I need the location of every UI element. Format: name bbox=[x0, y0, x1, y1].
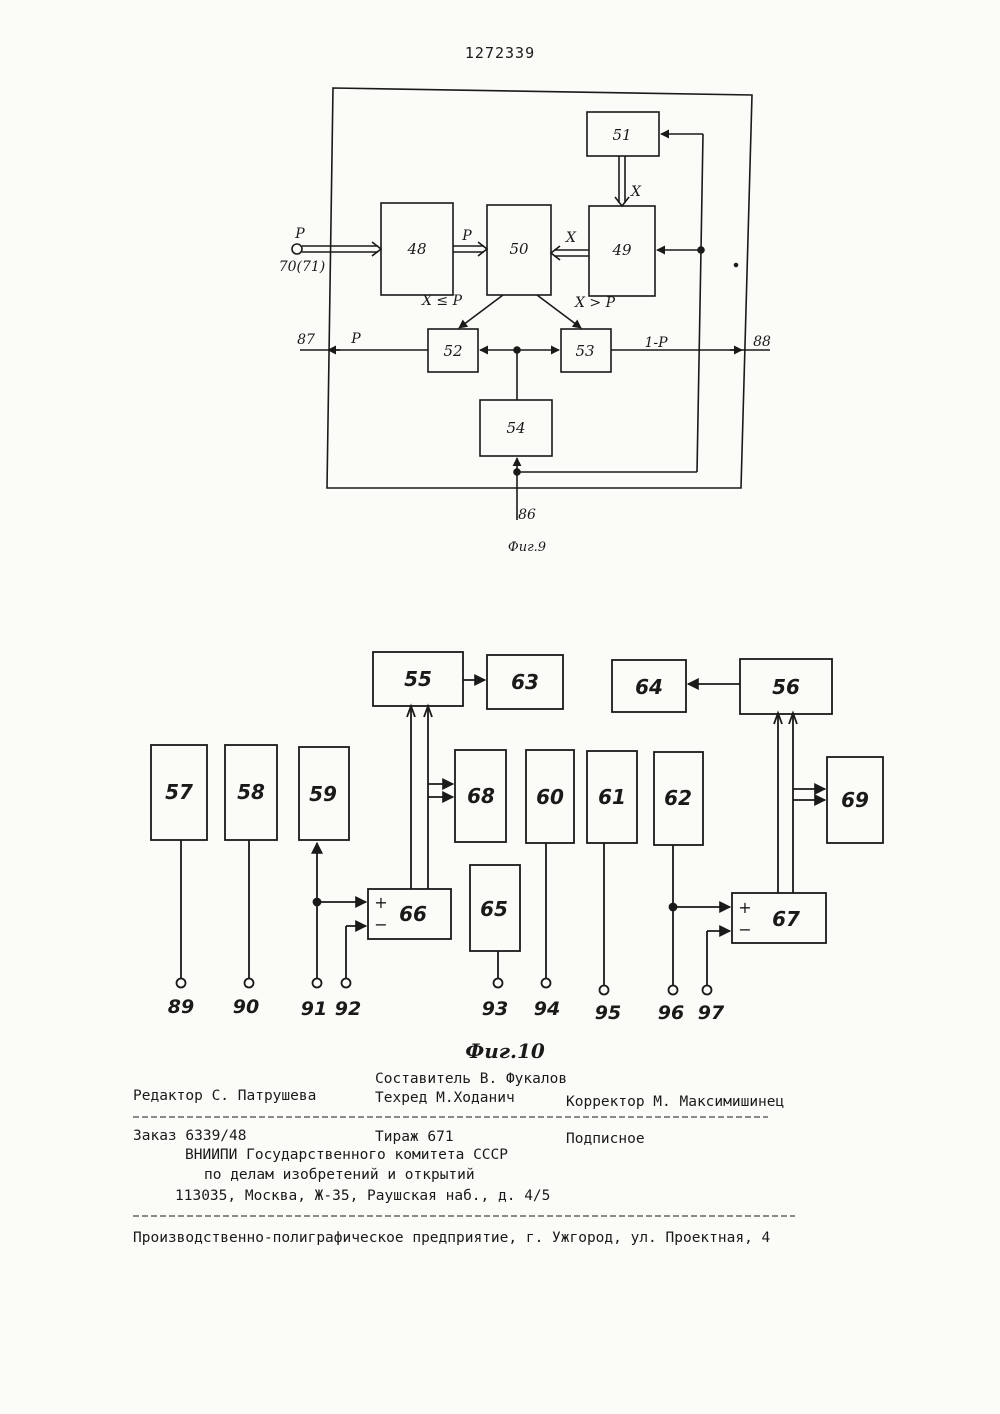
fig9-caption: Фиг.9 bbox=[508, 540, 546, 555]
fig9-junction bbox=[698, 247, 704, 253]
fig9-junction bbox=[514, 347, 520, 353]
colophon-editor: Редактор С. Патрушева bbox=[133, 1088, 316, 1104]
fig10-junction bbox=[670, 904, 677, 911]
fig10-terminal-93 bbox=[494, 979, 503, 988]
fig10-block-66-label: 66 bbox=[399, 902, 427, 926]
fig9-speck bbox=[735, 264, 738, 267]
fig9-block-50-label: 50 bbox=[509, 240, 529, 258]
colophon-techred: Техред М.Ходанич bbox=[375, 1090, 515, 1106]
fig10-block-59-label: 59 bbox=[309, 782, 337, 806]
fig9-input-terminal bbox=[292, 244, 302, 254]
fig9-terminal-86-label: 86 bbox=[518, 507, 536, 523]
fig10-junction bbox=[314, 899, 321, 906]
fig10-caption: Фиг.10 bbox=[465, 1039, 545, 1063]
fig9-x-label: X bbox=[565, 230, 577, 246]
figure-10 bbox=[151, 652, 883, 995]
fig10-terminal-89 bbox=[177, 979, 186, 988]
fig10-terminal-92-label: 92 bbox=[335, 998, 361, 1020]
fig9-p-label: P bbox=[461, 228, 472, 244]
fig10-block-55-label: 55 bbox=[404, 667, 432, 691]
colophon-address: 113035, Москва, Ж-35, Раушская наб., д. … bbox=[175, 1188, 550, 1204]
fig10-block-62-label: 62 bbox=[664, 786, 692, 810]
fig10-block-57-label: 57 bbox=[165, 780, 193, 804]
fig10-block-65-label: 65 bbox=[480, 897, 508, 921]
colophon-compiler: Составитель В. Фукалов bbox=[375, 1071, 567, 1087]
fig10-block-60-label: 60 bbox=[536, 785, 564, 809]
fig10-block-56-label: 56 bbox=[772, 675, 800, 699]
colophon-printer: Производственно-полиграфическое предприя… bbox=[133, 1230, 770, 1246]
colophon-circulation: Тираж 671 bbox=[375, 1129, 454, 1145]
fig9-terminal-87-label: 87 bbox=[297, 332, 315, 348]
fig9-junction bbox=[514, 469, 520, 475]
fig9-x-le-p-label: X ≤ P bbox=[421, 293, 463, 309]
fig10-minus-sign-66: − bbox=[374, 915, 387, 934]
fig10-terminal-90 bbox=[245, 979, 254, 988]
fig10-minus-sign-67: − bbox=[738, 920, 751, 939]
fig10-terminal-97-label: 97 bbox=[698, 1002, 725, 1024]
fig9-block-48-label: 48 bbox=[406, 240, 426, 258]
fig9-x-gt-p-label: X > P bbox=[574, 295, 616, 311]
fig10-terminal-92 bbox=[342, 979, 351, 988]
colophon-org2: по делам изобретений и открытий bbox=[204, 1167, 475, 1183]
fig10-terminal-94 bbox=[542, 979, 551, 988]
fig9-block-52-label: 52 bbox=[443, 342, 462, 360]
fig10-block-58-label: 58 bbox=[237, 780, 265, 804]
fig10-plus-sign-66: + bbox=[374, 893, 387, 912]
colophon-order: Заказ 6339/48 bbox=[133, 1128, 247, 1144]
fig10-block-63-label: 63 bbox=[511, 670, 539, 694]
fig9-frame bbox=[327, 88, 752, 488]
fig10-terminal-91 bbox=[313, 979, 322, 988]
fig10-terminal-96-label: 96 bbox=[658, 1002, 684, 1024]
fig10-terminal-97 bbox=[703, 986, 712, 995]
fig10-plus-sign-67: + bbox=[738, 898, 751, 917]
colophon-org1: ВНИИПИ Государственного комитета СССР bbox=[185, 1147, 508, 1163]
fig10-terminal-96 bbox=[669, 986, 678, 995]
colophon-corrector: Корректор М. Максимишинец bbox=[566, 1094, 784, 1110]
fig10-terminal-95-label: 95 bbox=[595, 1002, 621, 1024]
fig10-terminal-93-label: 93 bbox=[482, 998, 508, 1020]
fig10-block-64-label: 64 bbox=[635, 675, 663, 699]
fig9-output-1p-label: 1-P bbox=[644, 335, 668, 351]
figure-9 bbox=[292, 88, 770, 520]
fig9-terminal-88-label: 88 bbox=[753, 334, 771, 350]
fig9-input-terminal-label: 70(71) bbox=[279, 259, 326, 275]
fig10-block-68-label: 68 bbox=[467, 784, 495, 808]
colophon-subscription: Подписное bbox=[566, 1131, 645, 1147]
fig9-block-51-label: 51 bbox=[612, 126, 631, 144]
fig10-terminal-90-label: 90 bbox=[233, 996, 259, 1018]
fig10-terminal-95 bbox=[600, 986, 609, 995]
fig10-block-61-label: 61 bbox=[598, 785, 626, 809]
fig10-block-69-label: 69 bbox=[841, 788, 869, 812]
fig10-block-67-label: 67 bbox=[772, 907, 800, 931]
fig9-output-p-label: P bbox=[350, 331, 361, 347]
fig9-block-49-label: 49 bbox=[611, 241, 632, 259]
fig9-block-53-label: 53 bbox=[575, 342, 594, 360]
fig9-x-from-51-label: X bbox=[630, 184, 642, 200]
fig9-input-p-label: P bbox=[294, 226, 305, 242]
fig10-terminal-89-label: 89 bbox=[168, 996, 194, 1018]
fig10-terminal-94-label: 94 bbox=[534, 998, 560, 1020]
fig9-block-54-label: 54 bbox=[506, 419, 525, 437]
fig10-terminal-91-label: 91 bbox=[301, 998, 327, 1020]
